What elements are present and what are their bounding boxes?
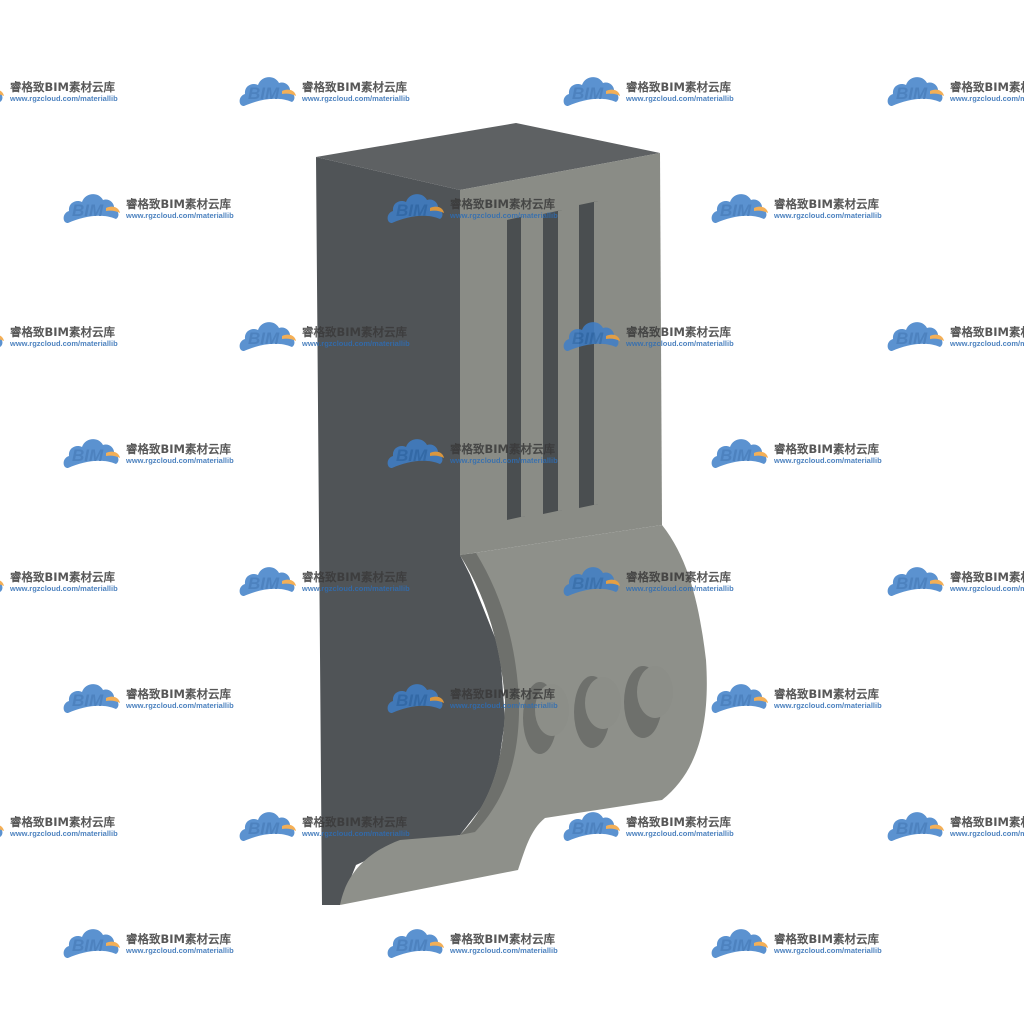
bracket-slot: [507, 216, 525, 520]
bracket-slot: [543, 210, 562, 514]
bracket-slot-wall: [558, 210, 562, 511]
bracket-hole: [624, 666, 673, 738]
bracket-slot-wall: [594, 201, 598, 505]
bracket-side-face: [316, 157, 505, 905]
bracket-slot-wall: [521, 216, 525, 517]
bracket-slot: [579, 201, 598, 508]
bracket-hole: [574, 676, 621, 748]
bracket-top-face: [316, 123, 660, 190]
bracket-hole: [523, 682, 569, 754]
bracket-curve-shade: [460, 553, 520, 835]
